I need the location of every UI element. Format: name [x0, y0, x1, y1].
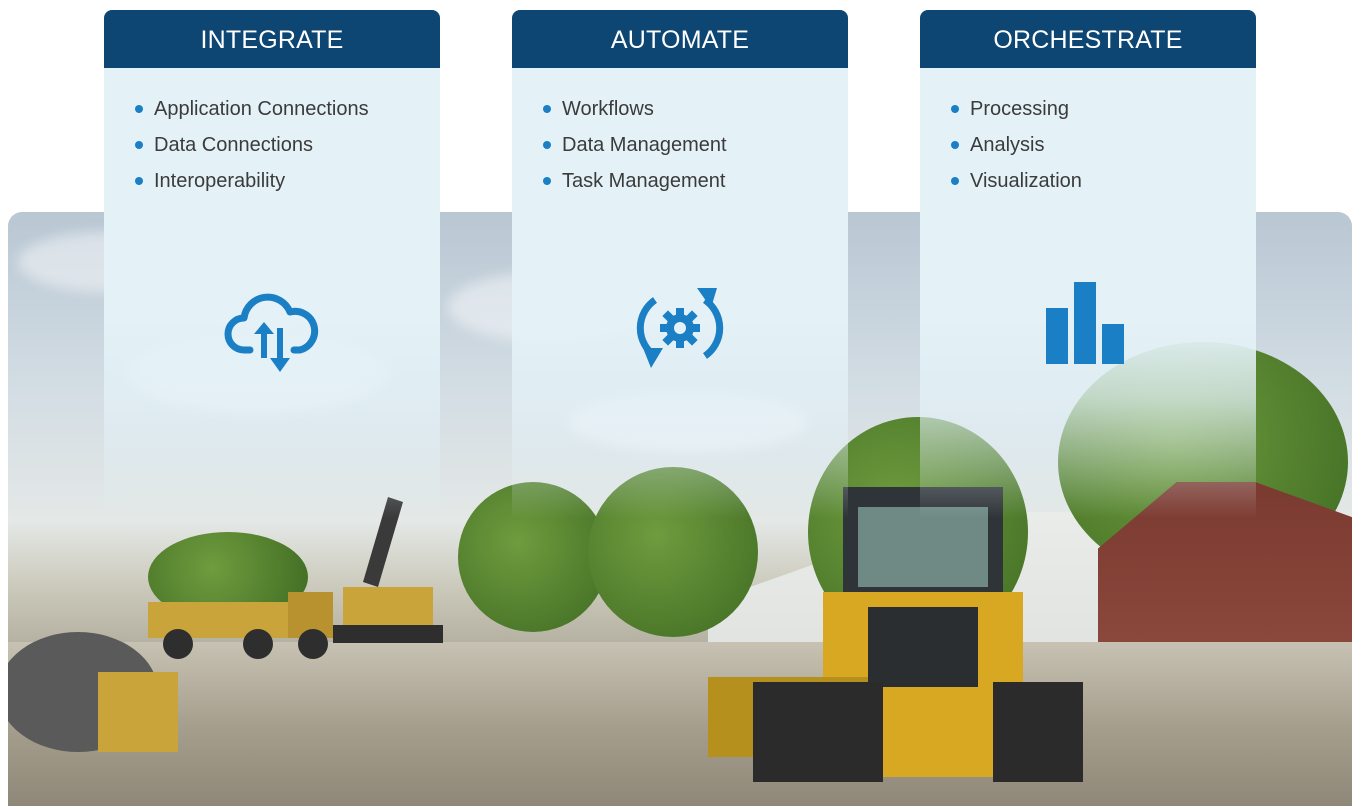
orchestrate-panel: Processing Analysis Visualization — [920, 68, 1256, 364]
automate-list: Workflows Data Management Task Managemen… — [512, 94, 848, 202]
list-item: Interoperability — [135, 166, 440, 202]
list-item: Data Connections — [135, 130, 440, 166]
bullet-icon — [543, 141, 551, 149]
integrate-header: INTEGRATE — [104, 10, 440, 68]
bullet-icon — [951, 177, 959, 185]
list-item: Visualization — [951, 166, 1256, 202]
list-item: Task Management — [543, 166, 848, 202]
bullet-icon — [543, 105, 551, 113]
automate-panel: Workflows Data Management Task Managemen… — [512, 68, 848, 368]
bar-chart-icon — [1046, 282, 1124, 364]
integrate-panel: Application Connections Data Connections… — [104, 68, 440, 372]
list-item: Workflows — [543, 94, 848, 130]
cloud-upload-download-icon — [224, 293, 319, 372]
list-item: Application Connections — [135, 94, 440, 130]
orchestrate-column: ORCHESTRATE Processing Analysis Visualiz… — [920, 10, 1256, 518]
list-item: Data Management — [543, 130, 848, 166]
bullet-icon — [135, 141, 143, 149]
bullet-icon — [951, 141, 959, 149]
gear-cycle-icon — [636, 288, 724, 368]
orchestrate-header: ORCHESTRATE — [920, 10, 1256, 68]
bullet-icon — [543, 177, 551, 185]
bullet-icon — [135, 105, 143, 113]
automate-header: AUTOMATE — [512, 10, 848, 68]
bullet-icon — [135, 177, 143, 185]
integrate-list: Application Connections Data Connections… — [104, 94, 440, 202]
list-item: Processing — [951, 94, 1256, 130]
bullet-icon — [951, 105, 959, 113]
integrate-column: INTEGRATE Application Connections Data C… — [104, 10, 440, 518]
automate-column: AUTOMATE Workflows Data Management Task … — [512, 10, 848, 518]
list-item: Analysis — [951, 130, 1256, 166]
orchestrate-list: Processing Analysis Visualization — [920, 94, 1256, 202]
